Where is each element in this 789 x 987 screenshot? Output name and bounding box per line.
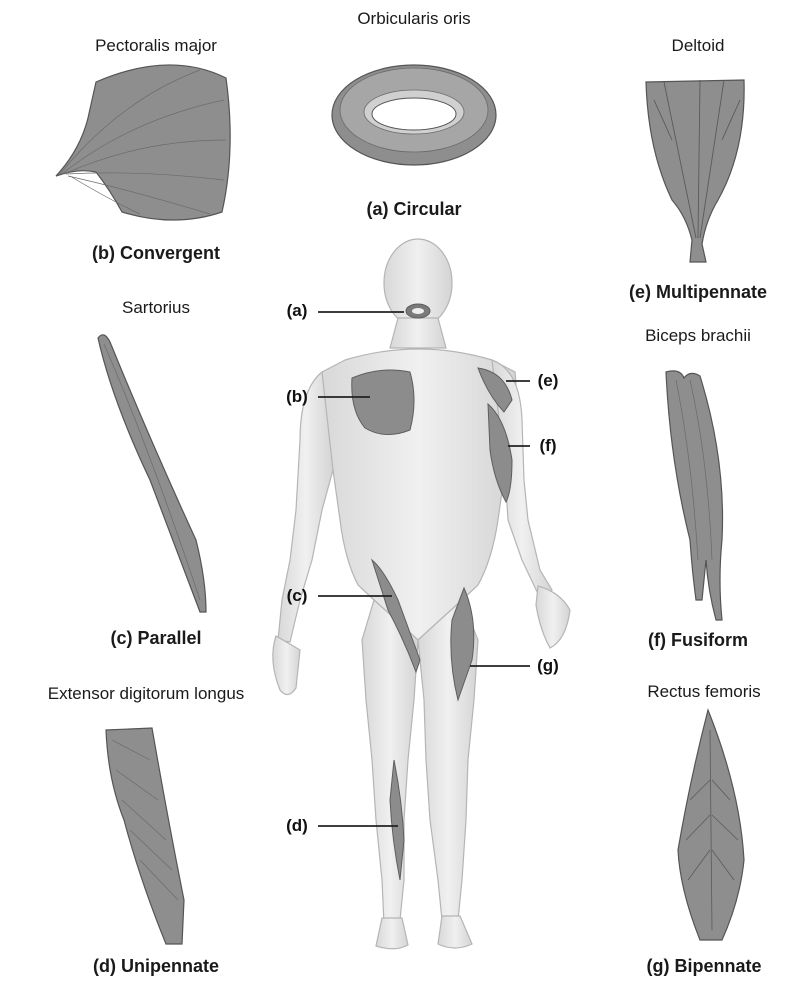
convergent-type-label: (b) Convergent — [92, 243, 220, 264]
pectoralis-major-illustration — [56, 65, 230, 220]
rectus-femoris-illustration — [678, 710, 744, 940]
figure-left-foot — [438, 916, 472, 948]
circular-type-label: (a) Circular — [366, 199, 461, 220]
callout-b: (b) — [286, 387, 308, 407]
callout-g: (g) — [537, 656, 559, 676]
callout-e: (e) — [538, 371, 559, 391]
orbicularis-oris-illustration — [332, 65, 496, 165]
parallel-type-label: (c) Parallel — [110, 628, 201, 649]
figure-right-foot — [376, 918, 408, 949]
extensor-digitorum-longus-illustration — [106, 728, 184, 944]
fusiform-type-label: (f) Fusiform — [648, 630, 748, 651]
deltoid-illustration — [646, 80, 744, 262]
extensor-digitorum-longus-name: Extensor digitorum longus — [48, 684, 245, 704]
sartorius-name: Sartorius — [122, 298, 190, 318]
unipennate-type-label: (d) Unipennate — [93, 956, 219, 977]
orbicularis-oris-name: Orbicularis oris — [357, 9, 470, 29]
biceps-brachii-name: Biceps brachii — [645, 326, 751, 346]
figure-left-hand — [536, 586, 570, 648]
biceps-brachii-illustration — [666, 371, 723, 620]
rectus-femoris-name: Rectus femoris — [647, 682, 760, 702]
pectoralis-major-name: Pectoralis major — [95, 36, 217, 56]
figure-neck — [390, 318, 446, 348]
sartorius-illustration — [98, 335, 206, 612]
deltoid-name: Deltoid — [672, 36, 725, 56]
multipennate-type-label: (e) Multipennate — [629, 282, 767, 303]
callout-a: (a) — [287, 301, 308, 321]
callout-c: (c) — [287, 586, 308, 606]
figure-right-hand — [273, 636, 300, 695]
bipennate-type-label: (g) Bipennate — [647, 956, 762, 977]
callout-f: (f) — [540, 436, 557, 456]
callout-d: (d) — [286, 816, 308, 836]
human-body-figure — [273, 239, 570, 949]
